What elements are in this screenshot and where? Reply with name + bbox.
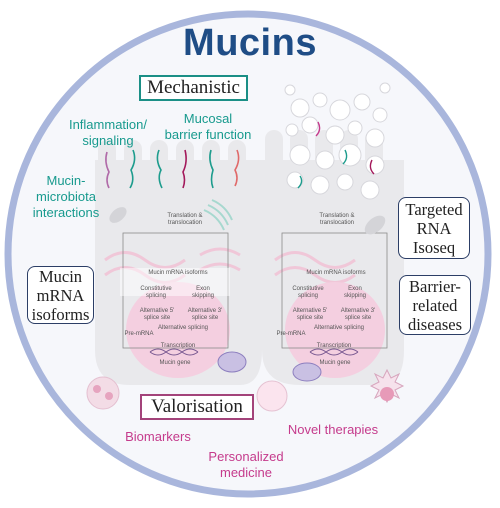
translation-label-left: Translation & translocation xyxy=(167,213,203,226)
transcription-label-left: Transcription xyxy=(160,343,196,349)
constitutive-label-left: Constitutive splicing xyxy=(140,286,172,299)
alt3-label-left: Alternative 3' splice site xyxy=(187,308,223,321)
left-cell xyxy=(95,140,262,385)
alt5-label-right: Alternative 5' splice site xyxy=(292,308,328,321)
alt5-label-left: Alternative 5' splice site xyxy=(139,308,175,321)
pre-mrna-label-left: Pre-mRNA xyxy=(124,331,154,337)
alt3-label-right: Alternative 3' splice site xyxy=(340,308,376,321)
mechanistic-label: Mechanistic xyxy=(147,77,240,98)
biomarkers-label: Biomarkers xyxy=(125,429,191,444)
right-cell xyxy=(262,82,404,385)
page-title: Mucins xyxy=(183,22,317,64)
mucosal-barrier-label: Mucosal barrier function xyxy=(164,111,252,142)
personalized-medicine-label: Personalized medicine xyxy=(208,449,284,480)
alt-splicing-label-left: Alternative splicing xyxy=(157,325,209,331)
microbiota-label: Mucin- microbiota interactions xyxy=(32,173,100,220)
mechanistic-heading: Mechanistic xyxy=(139,75,248,101)
barrier-related-diseases-box: Barrier- related diseases xyxy=(399,275,471,335)
mucin-mrna-isoforms-box: Mucin mRNA isoforms xyxy=(27,266,94,324)
inflammation-label: Inflammation/ signaling xyxy=(68,117,148,148)
exon-skipping-label-left: Exon skipping xyxy=(191,286,214,299)
translation-label-right: Translation & translocation xyxy=(319,213,355,226)
isoforms-label-left: Mucin mRNA isoforms xyxy=(148,270,208,276)
valorisation-label: Valorisation xyxy=(151,396,243,417)
novel-therapies-label: Novel therapies xyxy=(287,422,379,437)
valorisation-heading: Valorisation xyxy=(140,394,254,420)
decorative-cells xyxy=(86,368,405,412)
pre-mrna-label-right: Pre-mRNA xyxy=(276,331,306,337)
isoforms-label-right: Mucin mRNA isoforms xyxy=(306,270,366,276)
exon-skipping-label-right: Exon skipping xyxy=(343,286,366,299)
alt-splicing-label-right: Alternative splicing xyxy=(313,325,365,331)
gene-label-right: Mucin gene xyxy=(319,360,351,366)
transcription-label-right: Transcription xyxy=(316,343,352,349)
targeted-rna-isoseq-box: Targeted RNA Isoseq xyxy=(398,197,470,259)
constitutive-label-right: Constitutive splicing xyxy=(292,286,324,299)
gene-label-left: Mucin gene xyxy=(159,360,191,366)
